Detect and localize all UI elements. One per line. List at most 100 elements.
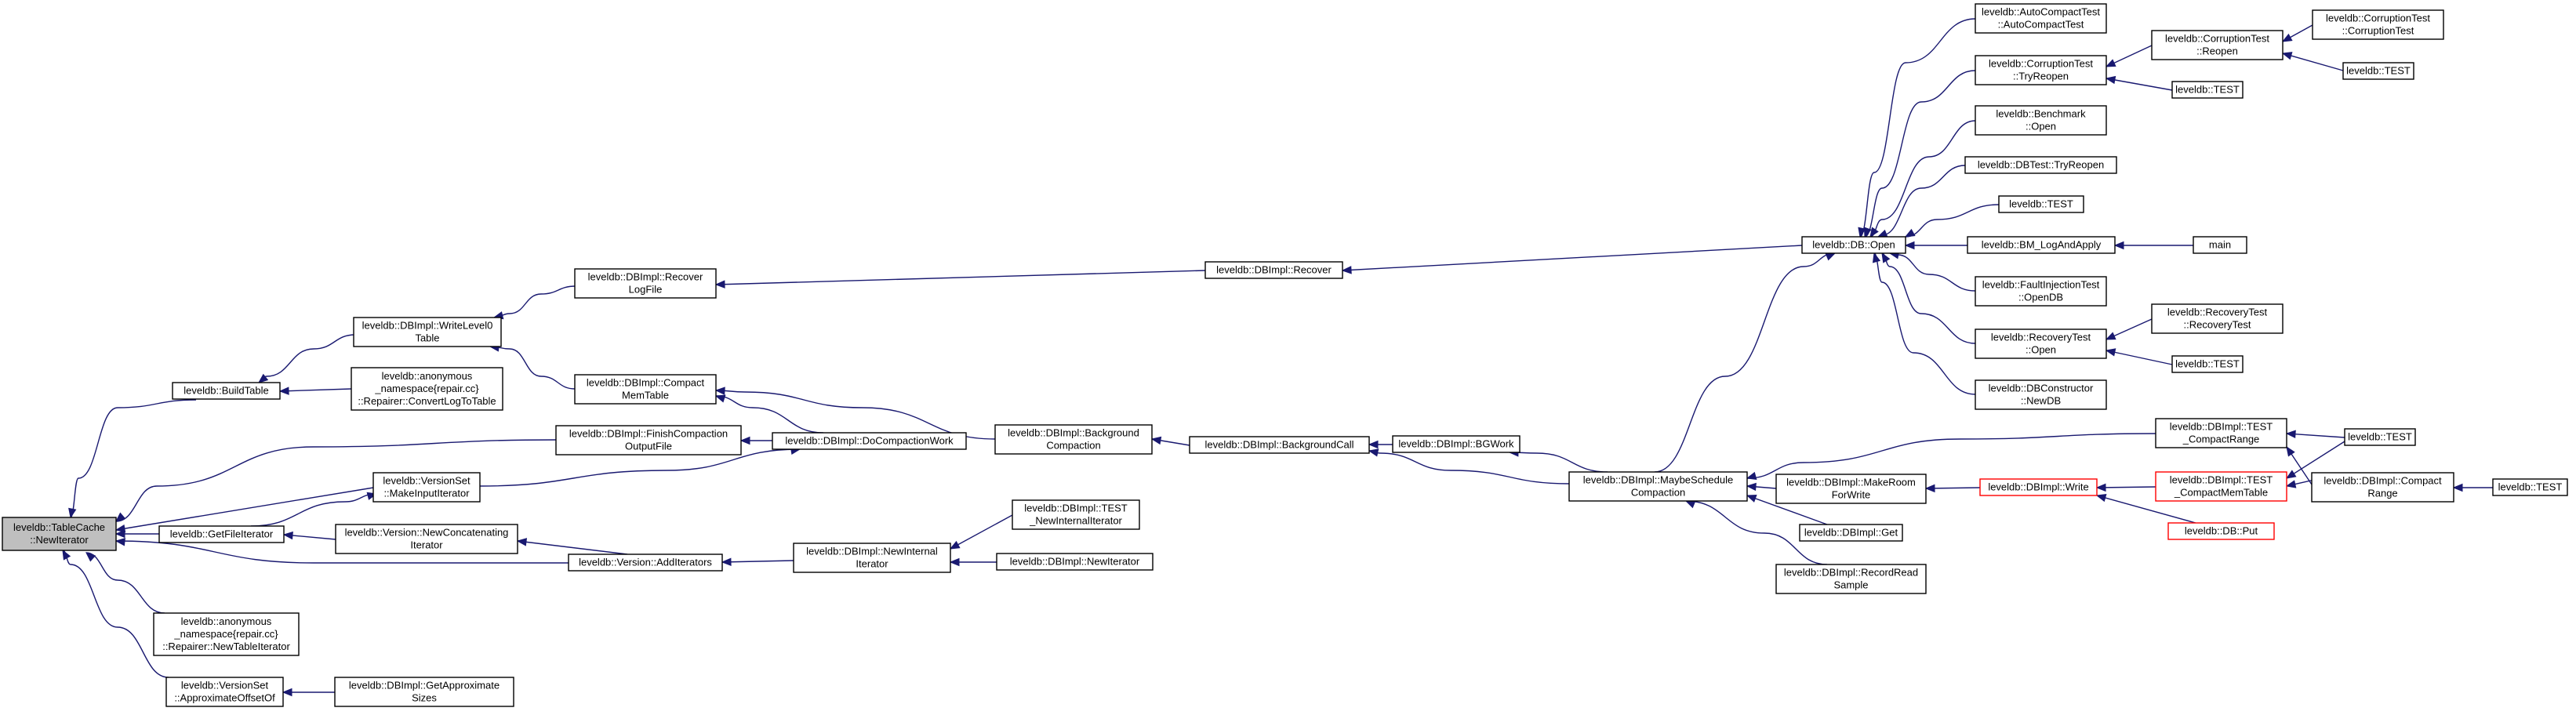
graph-node[interactable]: main — [2193, 236, 2247, 254]
graph-node[interactable]: leveldb::DBImpl::NewInternalIterator — [793, 543, 951, 573]
arrow-head — [2105, 75, 2116, 85]
graph-node[interactable]: leveldb::VersionSet::ApproximateOffsetOf — [165, 677, 284, 707]
graph-node[interactable]: leveldb::DB::Put — [2167, 522, 2275, 540]
arrow-head — [2113, 241, 2124, 250]
graph-node[interactable]: leveldb::DBImpl::TEST_NewInternalIterato… — [1012, 499, 1140, 530]
graph-node[interactable]: leveldb::CorruptionTest::Reopen — [2151, 30, 2284, 60]
call-edge — [1905, 204, 2000, 238]
call-edge — [115, 540, 569, 564]
node-box — [1775, 474, 1927, 504]
call-edge — [489, 346, 576, 390]
node-label: leveldb::VersionSet — [383, 475, 471, 487]
call-edge — [115, 439, 557, 522]
graph-node[interactable]: leveldb::RecoveryTest::RecoveryTest — [2151, 303, 2284, 334]
graph-node[interactable]: leveldb::DBImpl::Get — [1799, 524, 1903, 542]
node-label: leveldb::Benchmark — [1996, 108, 2086, 120]
arrow-head — [1368, 440, 1379, 449]
call-edge — [1685, 500, 1828, 565]
node-label: MemTable — [622, 390, 669, 401]
arrow-head — [1869, 227, 1879, 238]
call-edge — [1864, 70, 1976, 238]
node-box — [1998, 195, 2084, 213]
graph-node[interactable]: leveldb::DBImpl::BGWork — [1392, 435, 1521, 453]
node-box — [1204, 261, 1343, 279]
graph-node[interactable]: leveldb::BM_LogAndApply — [1967, 236, 2116, 254]
node-label: ::TryReopen — [2013, 71, 2069, 82]
node-box — [555, 425, 742, 455]
graph-node[interactable]: leveldb::DBImpl::DoCompactionWork — [772, 432, 967, 450]
graph-node[interactable]: leveldb::TEST — [2171, 355, 2244, 373]
arrow-head — [1877, 229, 1888, 238]
graph-node[interactable]: leveldb::RecoveryTest::Open — [1975, 328, 2107, 359]
node-label: leveldb::DBImpl::Recover — [588, 271, 703, 283]
node-label: leveldb::TEST — [2175, 84, 2240, 96]
node-box — [2171, 81, 2244, 99]
arrow-head — [114, 538, 126, 546]
graph-node[interactable]: leveldb::DBImpl::BackgroundCall — [1189, 436, 1370, 454]
graph-node[interactable]: leveldb::Version::NewConcatenatingIterat… — [335, 524, 518, 554]
graph-node[interactable]: leveldb::anonymous_namespace{repair.cc}:… — [351, 367, 503, 411]
graph-node[interactable]: leveldb::DBImpl::CompactRange — [2311, 472, 2454, 503]
graph-node[interactable]: leveldb::FaultInjectionTest::OpenDB — [1975, 276, 2107, 307]
node-label: Table — [415, 332, 439, 344]
arrow-head — [68, 507, 77, 519]
node-box — [1975, 105, 2107, 136]
graph-node[interactable]: leveldb::DBImpl::TEST_CompactMemTable — [2155, 471, 2287, 502]
graph-node[interactable]: leveldb::TEST — [2492, 478, 2568, 496]
node-label: ::MakeInputIterator — [383, 488, 470, 499]
node-box — [2342, 62, 2414, 80]
arrow-head — [1684, 500, 1696, 509]
arrow-head — [714, 387, 725, 395]
graph-node[interactable]: leveldb::CorruptionTest::CorruptionTest — [2312, 9, 2444, 40]
node-label: Iterator — [856, 558, 888, 570]
graph-node[interactable]: leveldb::DBImpl::NewIterator — [996, 553, 1154, 571]
graph-node[interactable]: leveldb::DBConstructor::NewDB — [1975, 379, 2107, 410]
graph-node[interactable]: leveldb::Benchmark::Open — [1975, 105, 2107, 136]
graph-node[interactable]: leveldb::TEST — [2344, 428, 2416, 446]
node-label: leveldb::DBImpl::BackgroundCall — [1204, 439, 1353, 451]
graph-node[interactable]: leveldb::DBImpl::FinishCompactionOutputF… — [555, 425, 742, 455]
graph-node[interactable]: leveldb::DBImpl::TEST_CompactRange — [2155, 418, 2287, 448]
node-label: leveldb::DBImpl::Get — [1804, 527, 1898, 539]
call-edge — [2286, 441, 2345, 479]
node-label: _NewInternalIterator — [1029, 515, 1122, 527]
arrow-head — [714, 394, 726, 403]
node-label: Compaction — [1631, 487, 1685, 499]
graph-node[interactable]: leveldb::CorruptionTest::TryReopen — [1975, 55, 2107, 85]
node-label: leveldb::BM_LogAndApply — [1982, 239, 2102, 251]
node-box — [996, 553, 1154, 571]
arrow-head — [1368, 448, 1379, 457]
call-edge — [715, 270, 1206, 285]
node-box — [372, 472, 481, 503]
graph-node[interactable]: leveldb::anonymous_namespace{repair.cc}:… — [153, 612, 300, 656]
graph-node[interactable]: leveldb::BuildTable — [172, 382, 281, 400]
graph-node[interactable]: leveldb::DB::Open — [1801, 236, 1906, 254]
node-box — [2312, 9, 2444, 40]
call-edge — [493, 285, 576, 318]
graph-node[interactable]: leveldb::TableCache::NewIterator — [2, 517, 117, 551]
graph-node[interactable]: leveldb::TEST — [2342, 62, 2414, 80]
graph-node[interactable]: leveldb::VersionSet::MakeInputIterator — [372, 472, 481, 503]
node-label: leveldb::DBImpl::NewIterator — [1010, 556, 1140, 568]
graph-node[interactable]: leveldb::GetFileIterator — [158, 525, 285, 543]
graph-node[interactable]: leveldb::DBImpl::CompactMemTable — [574, 374, 717, 405]
graph-node[interactable]: leveldb::DBImpl::Recover — [1204, 261, 1343, 279]
call-edge — [279, 388, 352, 392]
graph-node[interactable]: leveldb::DBImpl::Write — [1979, 478, 2098, 496]
node-box — [2193, 236, 2247, 254]
graph-node[interactable]: leveldb::DBTest::TryReopen — [1964, 156, 2117, 174]
arrow-head — [2281, 52, 2293, 60]
arrow-head — [85, 552, 96, 562]
graph-node[interactable]: leveldb::TEST — [1998, 195, 2084, 213]
graph-node[interactable]: leveldb::TEST — [2171, 81, 2244, 99]
graph-node[interactable]: leveldb::Version::AddIterators — [568, 553, 723, 572]
arrow-head — [739, 436, 750, 445]
graph-node[interactable]: leveldb::AutoCompactTest::AutoCompactTes… — [1975, 3, 2107, 34]
